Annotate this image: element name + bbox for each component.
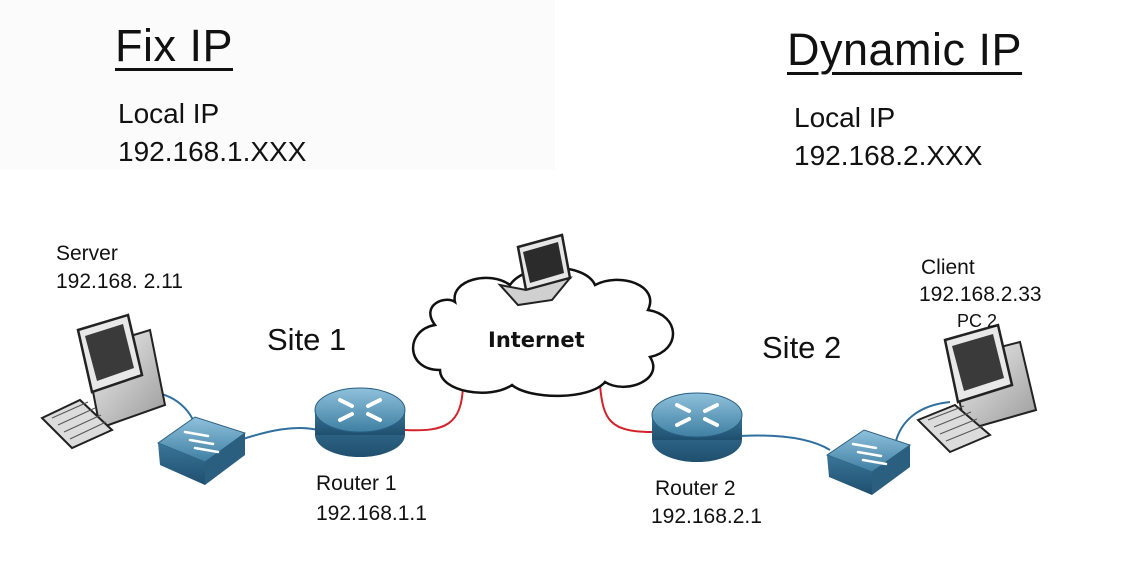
- router-2-icon: [651, 392, 743, 462]
- wan-cable-site1: [404, 384, 464, 432]
- laptop-icon: [497, 233, 573, 307]
- client-ip: 192.168.2.33: [919, 283, 1042, 306]
- server-ip: 192.168. 2.11: [56, 270, 183, 293]
- router-2-label: Router 2: [655, 477, 736, 500]
- server-computer-icon: [40, 313, 167, 450]
- pc-2-label: PC 2: [957, 311, 998, 331]
- server-label: Server: [56, 242, 118, 265]
- dynamic-ip-heading: Dynamic IP: [787, 24, 1023, 75]
- switch-1-icon: [156, 416, 247, 485]
- left-local-ip-label: Local IP: [118, 98, 220, 129]
- internet-label: Internet: [488, 328, 585, 352]
- router-1-label: Router 1: [316, 472, 397, 495]
- client-computer-icon: [916, 323, 1038, 454]
- left-local-ip-value: 192.168.1.XXX: [118, 136, 307, 167]
- router-1-icon: [314, 387, 406, 457]
- fix-ip-heading: Fix IP: [115, 20, 234, 71]
- left-panel-background: [0, 0, 555, 170]
- right-local-ip-label: Local IP: [794, 102, 896, 133]
- right-local-ip-value: 192.168.2.XXX: [794, 140, 983, 171]
- router-1-ip: 192.168.1.1: [316, 502, 427, 525]
- wan-cable-site2: [599, 384, 653, 433]
- switch-2-icon: [825, 429, 912, 495]
- site-2-label: Site 2: [762, 330, 842, 365]
- site-1-label: Site 1: [267, 322, 347, 357]
- router-2-ip: 192.168.2.1: [651, 505, 762, 528]
- lan-cable-site2: [739, 401, 951, 451]
- client-label: Client: [921, 256, 975, 279]
